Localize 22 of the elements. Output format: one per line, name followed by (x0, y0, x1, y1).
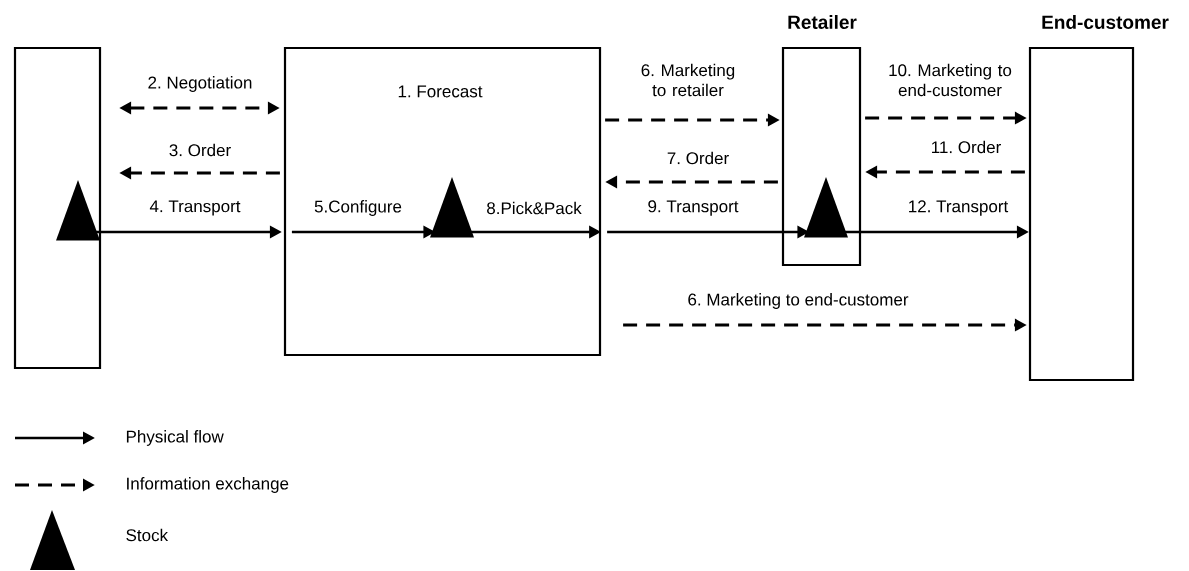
edge-label: 10. Marketing to end-customer (889, 63, 1012, 97)
edge-label: 11. Order (932, 140, 1001, 154)
heading: End-customer (1042, 15, 1169, 29)
legend-text: Physical flow (126, 430, 224, 446)
edge-label: 12. Transport (909, 200, 1009, 216)
edge-label: 5.Configure (314, 200, 402, 216)
edge-label: 3. Order (169, 143, 231, 157)
stock-triangle (804, 176, 848, 238)
box-text: 1. Forecast (398, 85, 483, 98)
legend-text: Stock (126, 528, 169, 542)
stock-triangle (56, 179, 100, 241)
edge-label: 6. Marketing to retailer (641, 63, 735, 97)
stock-triangle (430, 176, 474, 238)
edge-label: 4. Transport (149, 200, 241, 216)
edge-label: 8.Pick&Pack (487, 201, 582, 215)
edge-label: 7. Order (667, 151, 729, 165)
heading: Retailer (788, 15, 857, 29)
edge-label: 9. Transport (648, 200, 739, 216)
edge-label: 6. Marketing to end-customer (688, 293, 909, 309)
box (13, 46, 102, 370)
edge-label: 2. Negotiation (148, 76, 252, 92)
legend-text: Information exchange (127, 477, 289, 493)
